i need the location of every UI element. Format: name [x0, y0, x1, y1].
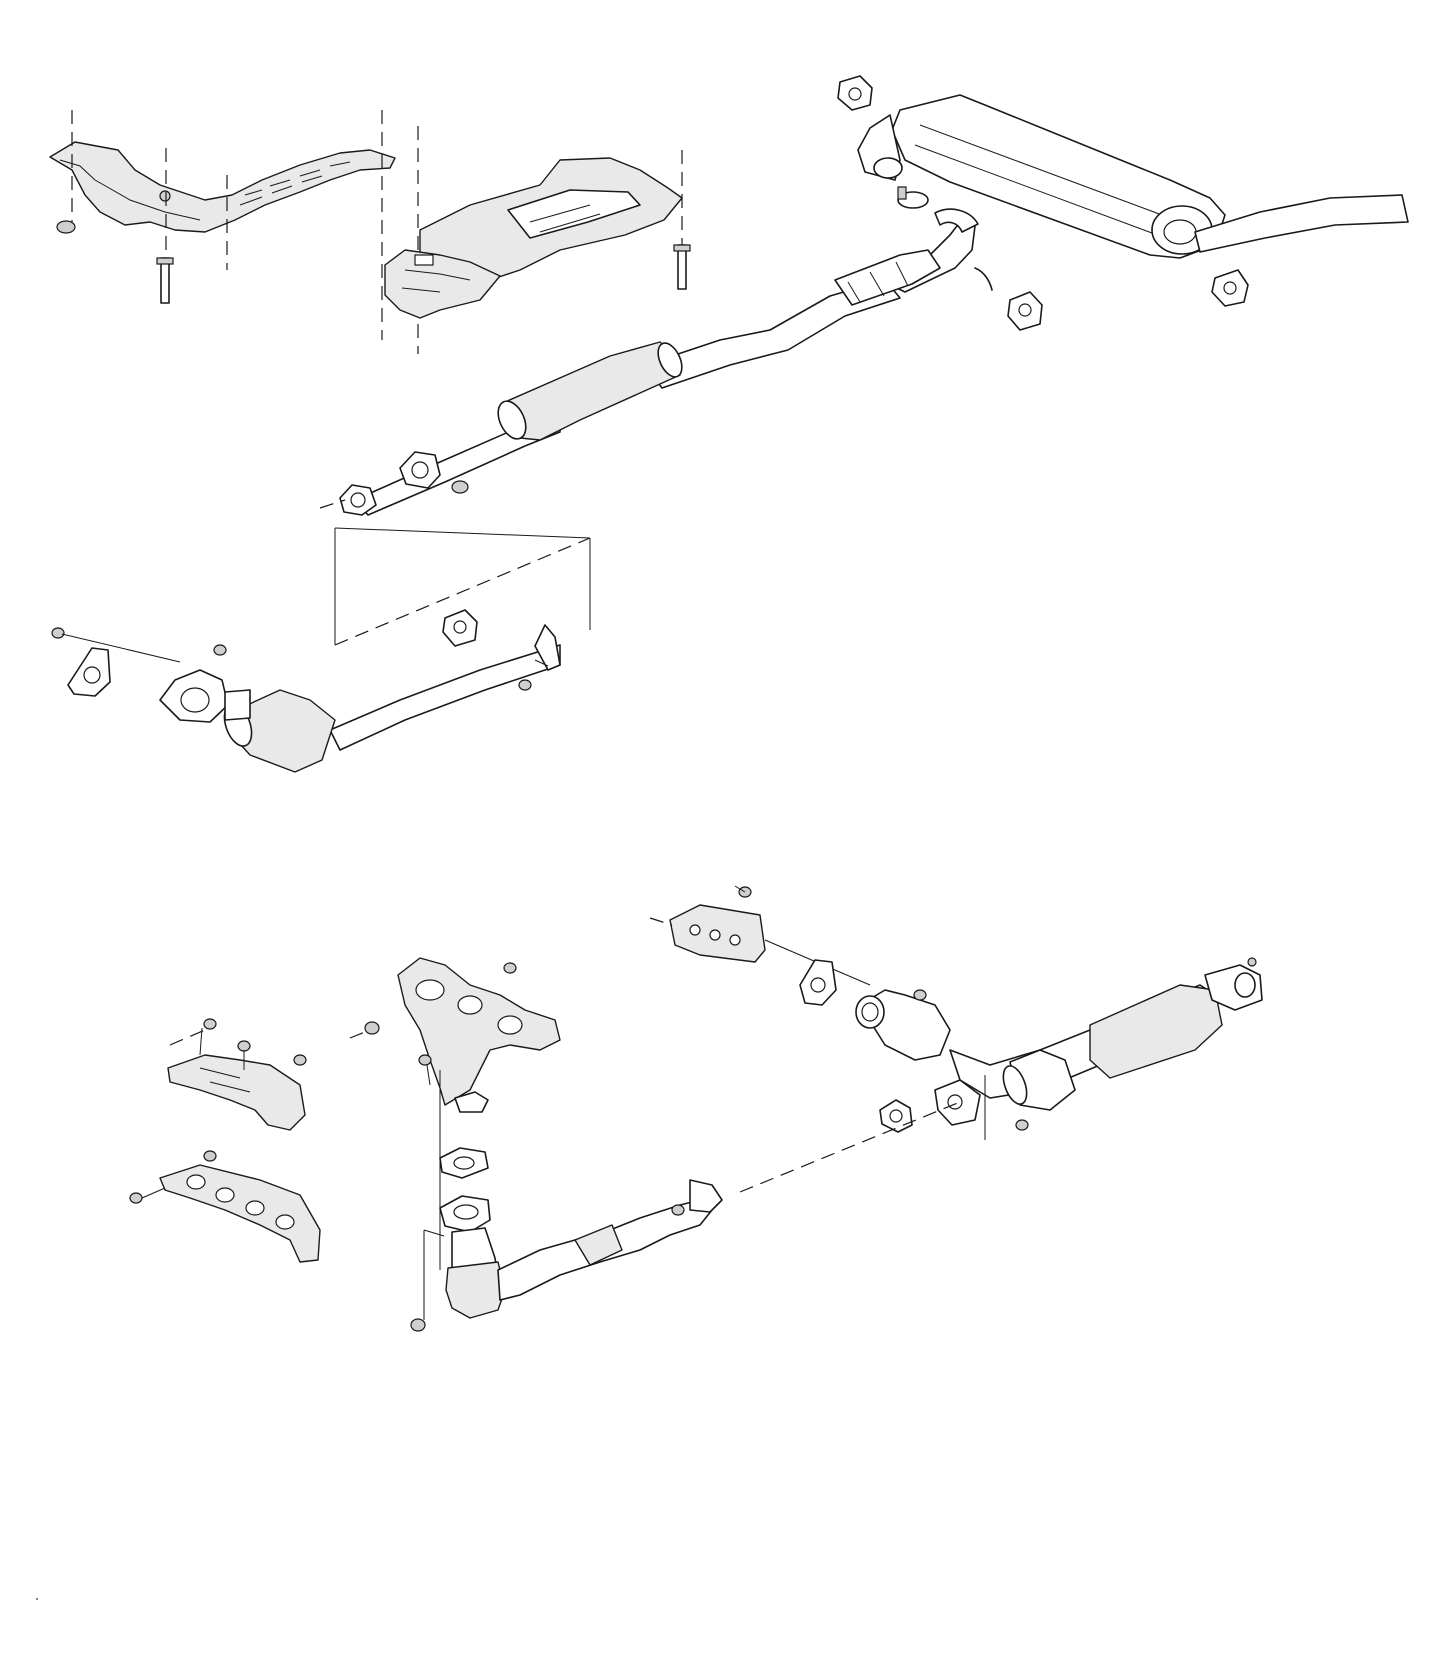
- exhaust-manifold-right: [649, 904, 871, 986]
- shield-nut-left: [56, 220, 76, 234]
- downpipe-nut: [410, 1318, 426, 1332]
- manifold-gasket-right: [799, 959, 837, 1006]
- rear-pipe-leader: [739, 1101, 961, 1193]
- front-catalytic-converter-lower: [423, 1179, 723, 1320]
- rubber-isolator-front: [442, 609, 478, 647]
- front-pipe-catalytic-converter: [223, 624, 561, 773]
- pipe-bolt: [518, 679, 532, 691]
- shield-stud-left: [156, 257, 174, 304]
- rear-flange-nut: [1015, 1119, 1029, 1131]
- front-nut-right: [213, 644, 227, 656]
- shield-stud-right: [673, 244, 691, 290]
- flange-leader: [319, 499, 346, 509]
- exhaust-manifold-left: [159, 1164, 321, 1263]
- rear-pipe-flange: [934, 1075, 986, 1140]
- downpipe-gasket-upper: [439, 1147, 489, 1179]
- rear-muffler: [857, 94, 1409, 259]
- front-flange-gasket: [339, 484, 377, 516]
- manifold-bolts-left: [129, 1150, 217, 1204]
- rubber-isolator-top: [837, 75, 873, 111]
- front-converter-flange: [159, 669, 251, 723]
- front-bolt-left: [51, 627, 181, 663]
- rubber-isolator-center: [1007, 291, 1043, 331]
- center-heat-shield: [384, 157, 683, 319]
- manifold-heat-shield-left: [167, 1054, 306, 1131]
- resonator: [497, 341, 683, 441]
- manifold-bolt-right: [734, 885, 752, 898]
- front-flange-gasket-left: [67, 647, 111, 697]
- center-manifold-nuts: [349, 962, 517, 1086]
- assembly-connector-box: [334, 527, 591, 646]
- rubber-isolator-right: [1211, 269, 1249, 307]
- catalytic-converter-right: [855, 989, 951, 1061]
- rear-flange-gasket: [879, 1099, 913, 1133]
- downpipe-flange: [439, 1195, 491, 1233]
- rear-pipe-assembly: [949, 957, 1263, 1111]
- catalyst-segment: [834, 249, 993, 306]
- flange-nut: [451, 480, 469, 494]
- exhaust-clamp: [897, 186, 929, 209]
- front-heat-shield: [49, 141, 396, 233]
- margin-dot: [36, 1598, 38, 1600]
- exhaust-manifold-center: [397, 957, 561, 1113]
- heat-shield-bolts-left: [169, 1018, 307, 1070]
- pipe-flange: [399, 451, 441, 489]
